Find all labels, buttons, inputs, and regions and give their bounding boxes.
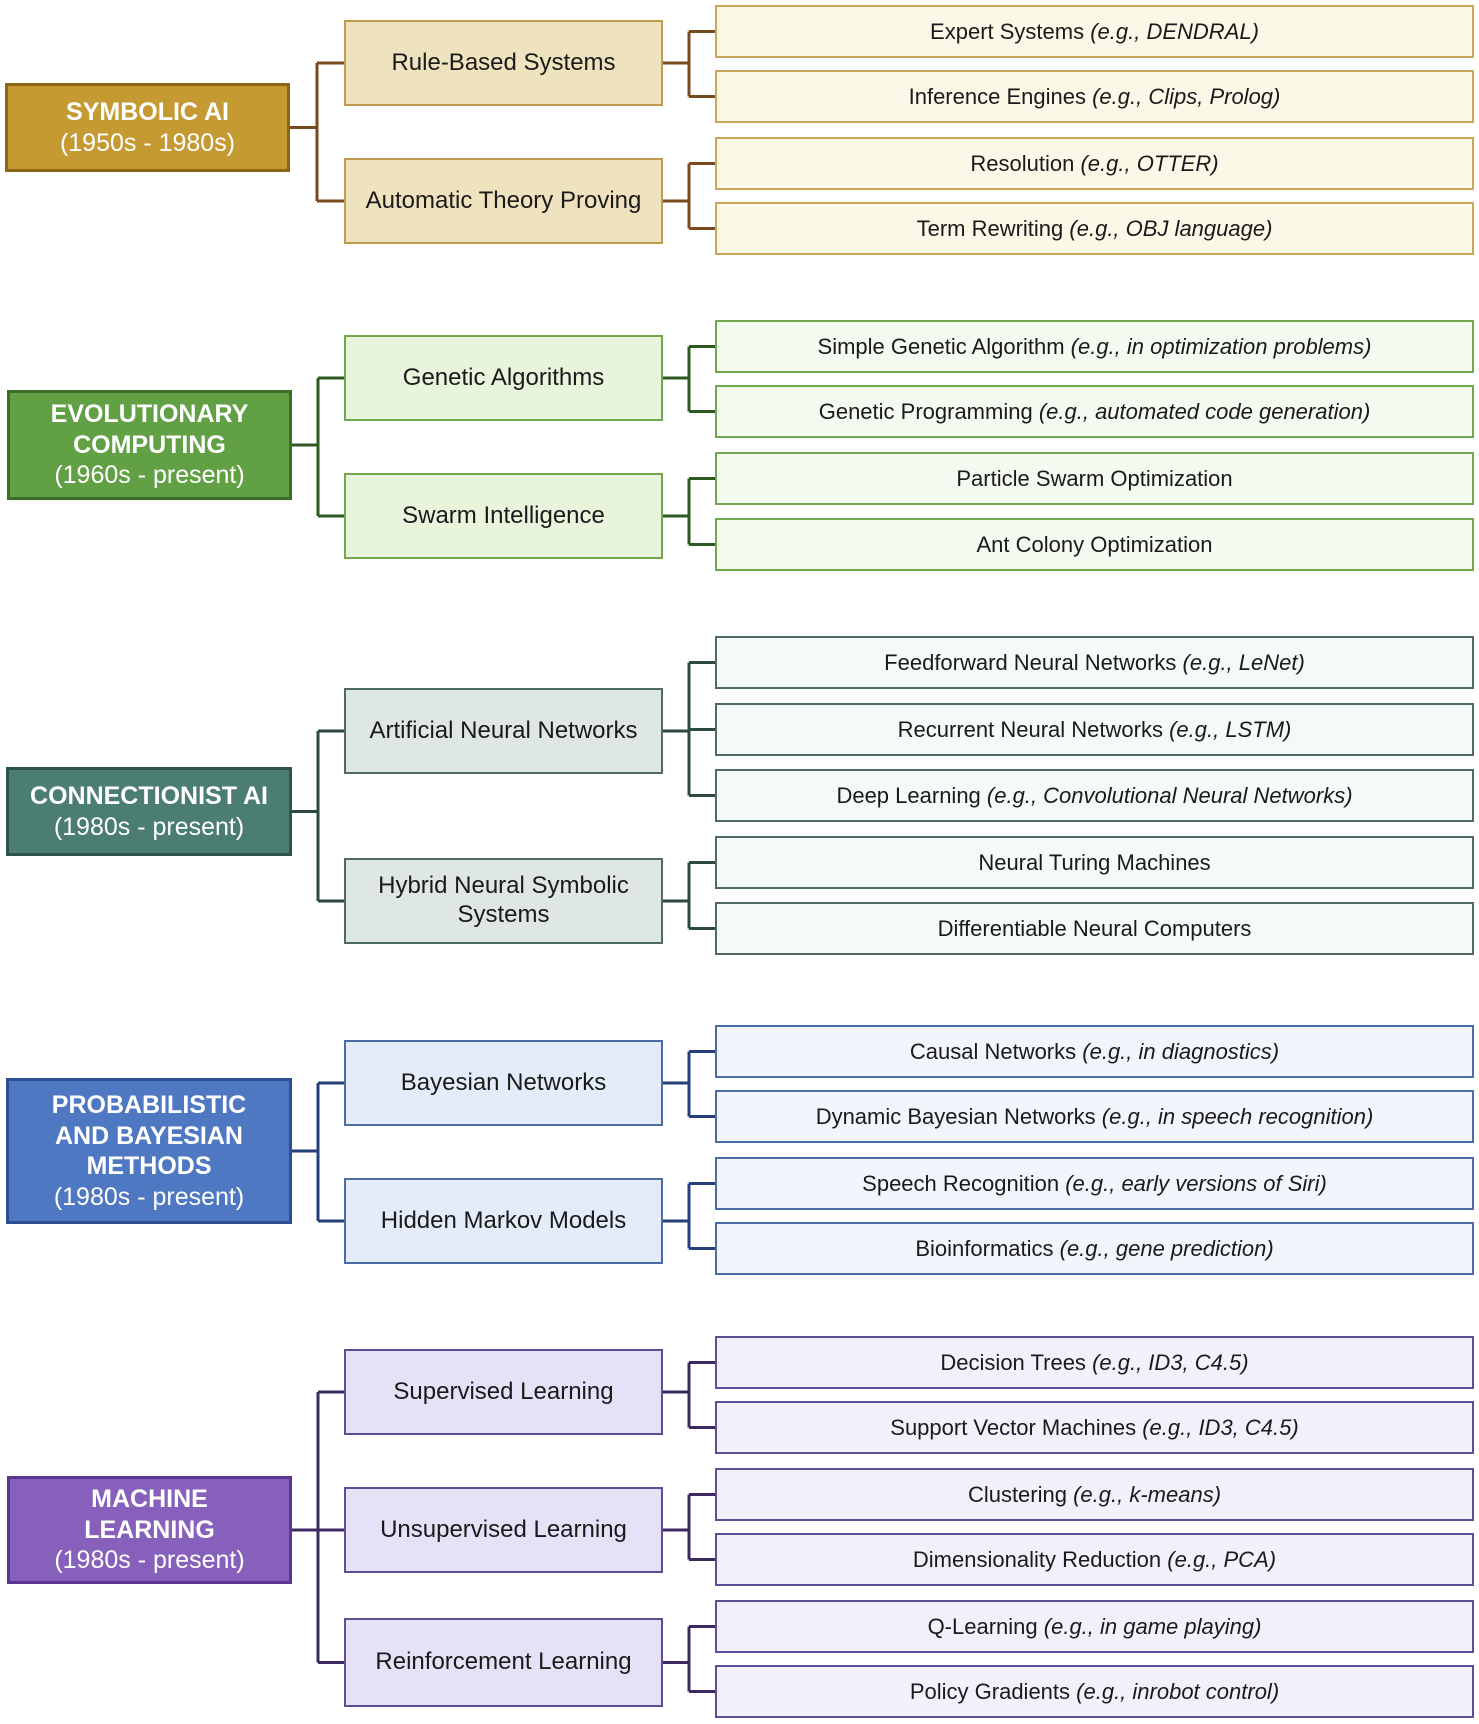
leaf-name: Dynamic Bayesian Networks: [815, 1103, 1096, 1129]
leaf-example: (e.g., Convolutional Neural Networks): [986, 782, 1353, 808]
leaf-example: (e.g., in game playing): [1043, 1613, 1262, 1639]
leaf-name: Genetic Programming: [818, 398, 1033, 424]
root-title: PROBABILISTIC AND BAYESIAN METHODS: [51, 1091, 247, 1180]
leaf-feedforward-neural-networks: Feedforward Neural Networks (e.g., LeNet…: [715, 636, 1474, 689]
leaf-differentiable-neural-computers: Differentiable Neural Computers: [715, 902, 1474, 955]
root-connectionist-ai: CONNECTIONIST AI (1980s - present): [6, 767, 292, 856]
leaf-example: (e.g., ID3, C4.5): [1092, 1349, 1249, 1375]
leaf-particle-swarm-optimization: Particle Swarm Optimization: [715, 452, 1474, 505]
leaf-example: (e.g., automated code generation): [1038, 398, 1371, 424]
root-symbolic-ai: SYMBOLIC AI (1950s - 1980s): [5, 83, 290, 172]
root-period: (1980s - present): [53, 1182, 245, 1211]
root-probabilistic-bayesian-methods: PROBABILISTIC AND BAYESIAN METHODS (1980…: [6, 1078, 292, 1224]
leaf-name: Policy Gradients: [909, 1678, 1071, 1704]
leaf-inference-engines: Inference Engines (e.g., Clips, Prolog): [715, 70, 1474, 123]
leaf-name: Expert Systems: [930, 18, 1085, 44]
node-rule-based-systems: Rule-Based Systems: [344, 20, 663, 106]
leaf-example: (e.g., inrobot control): [1076, 1678, 1280, 1704]
leaf-name: Ant Colony Optimization: [976, 531, 1213, 557]
leaf-simple-genetic-algorithm: Simple Genetic Algorithm (e.g., in optim…: [715, 320, 1474, 373]
leaf-speech-recognition: Speech Recognition (e.g., early versions…: [715, 1157, 1474, 1210]
leaf-name: Support Vector Machines: [890, 1414, 1137, 1440]
node-swarm-intelligence: Swarm Intelligence: [344, 473, 663, 559]
leaf-example: (e.g., LSTM): [1169, 716, 1292, 742]
leaf-policy-gradients: Policy Gradients (e.g., inrobot control): [715, 1665, 1474, 1718]
leaf-recurrent-neural-networks: Recurrent Neural Networks (e.g., LSTM): [715, 703, 1474, 756]
leaf-example: (e.g., PCA): [1167, 1546, 1277, 1572]
leaf-example: (e.g., in optimization problems): [1070, 333, 1372, 359]
leaf-name: Clustering: [967, 1481, 1067, 1507]
leaf-name: Resolution: [970, 150, 1075, 176]
leaf-dimensionality-reduction: Dimensionality Reduction (e.g., PCA): [715, 1533, 1474, 1586]
leaf-expert-systems: Expert Systems (e.g., DENDRAL): [715, 5, 1474, 58]
leaf-resolution: Resolution (e.g., OTTER): [715, 137, 1474, 190]
leaf-name: Inference Engines: [908, 83, 1086, 109]
leaf-example: (e.g., Clips, Prolog): [1092, 83, 1281, 109]
node-bayesian-networks: Bayesian Networks: [344, 1040, 663, 1126]
leaf-dynamic-bayesian-networks: Dynamic Bayesian Networks (e.g., in spee…: [715, 1090, 1474, 1143]
leaf-example: (e.g., gene prediction): [1059, 1235, 1274, 1261]
leaf-ant-colony-optimization: Ant Colony Optimization: [715, 518, 1474, 571]
leaf-name: Neural Turing Machines: [978, 849, 1211, 875]
leaf-example: (e.g., k-means): [1073, 1481, 1222, 1507]
leaf-example: (e.g., in diagnostics): [1082, 1038, 1280, 1064]
leaf-deep-learning: Deep Learning (e.g., Convolutional Neura…: [715, 769, 1474, 822]
leaf-name: Differentiable Neural Computers: [937, 915, 1252, 941]
root-period: (1980s - present): [54, 1546, 245, 1575]
leaf-example: (e.g., early versions of Siri): [1065, 1170, 1327, 1196]
leaf-name: Deep Learning: [836, 782, 981, 808]
leaf-example: (e.g., DENDRAL): [1090, 18, 1259, 44]
leaf-genetic-programming: Genetic Programming (e.g., automated cod…: [715, 385, 1474, 438]
leaf-name: Decision Trees: [940, 1349, 1086, 1375]
root-period: (1960s - present): [54, 461, 245, 490]
leaf-neural-turing-machines: Neural Turing Machines: [715, 836, 1474, 889]
leaf-name: Speech Recognition: [862, 1170, 1060, 1196]
node-hidden-markov-models: Hidden Markov Models: [344, 1178, 663, 1264]
leaf-example: (e.g., in speech recognition): [1101, 1103, 1374, 1129]
root-machine-learning: MACHINE LEARNING (1980s - present): [7, 1476, 292, 1584]
leaf-name: Particle Swarm Optimization: [956, 465, 1233, 491]
root-title: MACHINE LEARNING: [84, 1485, 215, 1544]
leaf-example: (e.g., ID3, C4.5): [1142, 1414, 1299, 1440]
leaf-q-learning: Q-Learning (e.g., in game playing): [715, 1600, 1474, 1653]
root-title: CONNECTIONIST AI: [30, 782, 268, 810]
root-title: SYMBOLIC AI: [66, 98, 229, 126]
node-artificial-neural-networks: Artificial Neural Networks: [344, 688, 663, 774]
leaf-decision-trees: Decision Trees (e.g., ID3, C4.5): [715, 1336, 1474, 1389]
leaf-term-rewriting: Term Rewriting (e.g., OBJ language): [715, 202, 1474, 255]
leaf-name: Bioinformatics: [915, 1235, 1054, 1261]
leaf-example: (e.g., LeNet): [1182, 649, 1305, 675]
leaf-example: (e.g., OBJ language): [1069, 215, 1273, 241]
leaf-name: Feedforward Neural Networks: [884, 649, 1177, 675]
leaf-support-vector-machines: Support Vector Machines (e.g., ID3, C4.5…: [715, 1401, 1474, 1454]
leaf-causal-networks: Causal Networks (e.g., in diagnostics): [715, 1025, 1474, 1078]
root-evolutionary-computing: EVOLUTIONARY COMPUTING (1960s - present): [7, 390, 292, 500]
root-period: (1950s - 1980s): [59, 128, 236, 157]
leaf-clustering: Clustering (e.g., k-means): [715, 1468, 1474, 1521]
node-reinforcement-learning: Reinforcement Learning: [344, 1618, 663, 1707]
leaf-name: Recurrent Neural Networks: [897, 716, 1163, 742]
root-period: (1980s - present): [53, 812, 245, 841]
leaf-name: Q-Learning: [927, 1613, 1038, 1639]
node-hybrid-neural-symbolic-systems: Hybrid Neural Symbolic Systems: [344, 858, 663, 944]
node-unsupervised-learning: Unsupervised Learning: [344, 1487, 663, 1573]
leaf-bioinformatics: Bioinformatics (e.g., gene prediction): [715, 1222, 1474, 1275]
leaf-name: Causal Networks: [909, 1038, 1077, 1064]
leaf-name: Term Rewriting: [916, 215, 1064, 241]
node-genetic-algorithms: Genetic Algorithms: [344, 335, 663, 421]
leaf-name: Dimensionality Reduction: [912, 1546, 1162, 1572]
node-supervised-learning: Supervised Learning: [344, 1349, 663, 1435]
node-automatic-theory-proving: Automatic Theory Proving: [344, 158, 663, 244]
leaf-example: (e.g., OTTER): [1080, 150, 1219, 176]
root-title: EVOLUTIONARY COMPUTING: [50, 400, 249, 459]
leaf-name: Simple Genetic Algorithm: [817, 333, 1065, 359]
